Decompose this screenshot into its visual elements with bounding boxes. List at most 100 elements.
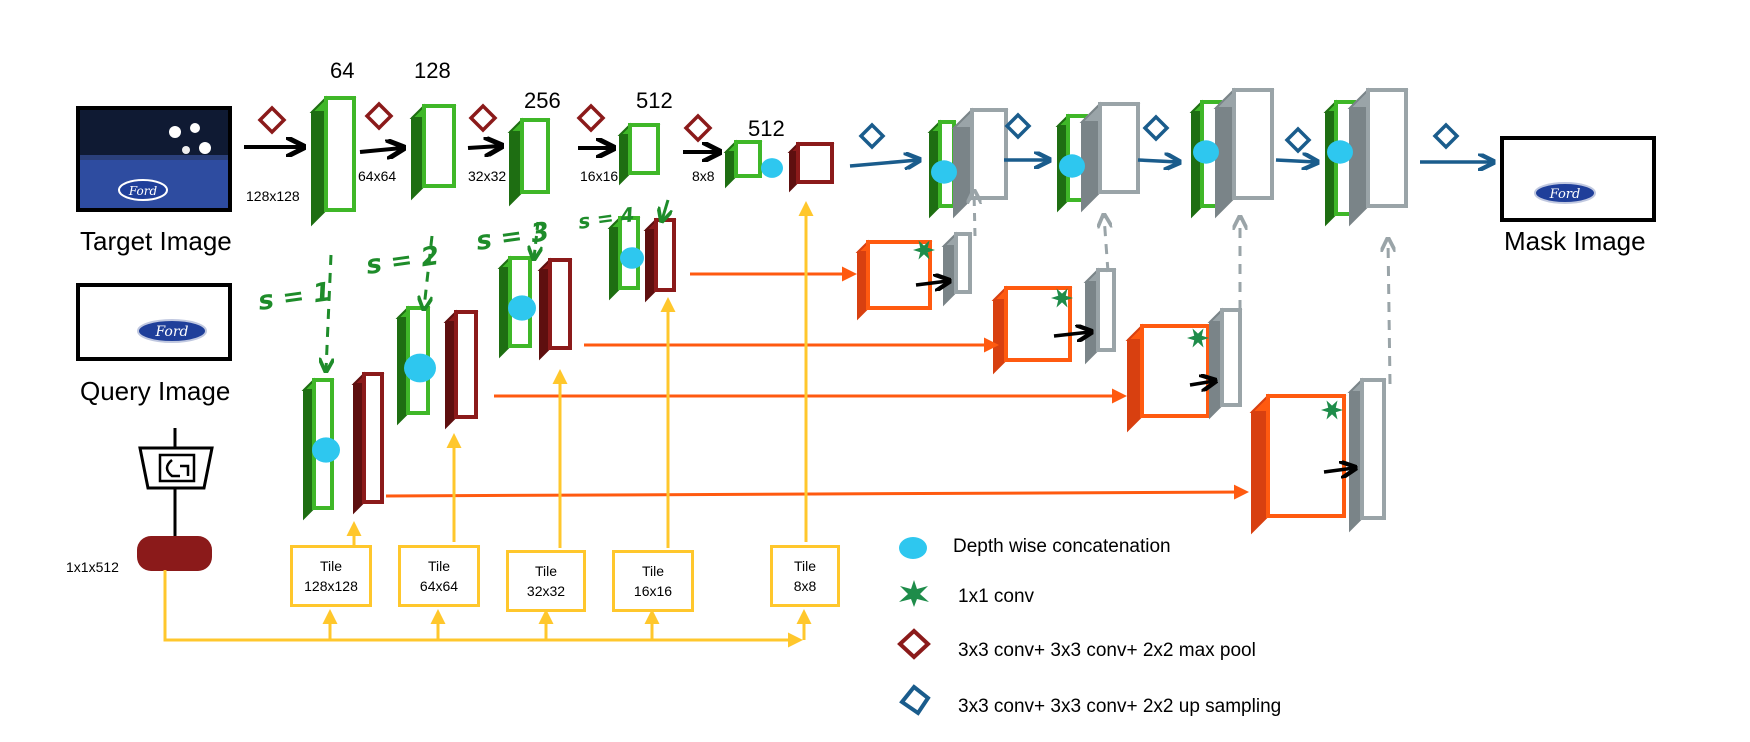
- tile-size: 32x32: [526, 583, 566, 599]
- channel-label-256: 256: [524, 88, 561, 113]
- upsample-icon-3: [1284, 126, 1312, 154]
- upsample-icon-4: [1432, 122, 1460, 150]
- tile-title: Tile: [319, 558, 343, 574]
- cyan-blob-icon: [899, 537, 927, 559]
- scale-arrow-1: [326, 254, 331, 370]
- tile-size: 8x8: [793, 578, 817, 594]
- channel-label-128: 128: [414, 58, 451, 83]
- tile-title: Tile: [641, 563, 665, 579]
- decoder-concat-icon-0: [931, 160, 957, 184]
- query-image: Ford: [76, 283, 232, 361]
- conv-arrow-1: [1053, 332, 1090, 336]
- encoder-block-3: [617, 122, 661, 186]
- legend-label-concat: Depth wise concatenation: [953, 536, 1171, 557]
- channel-label-512b: 512: [748, 116, 785, 141]
- upsample-orange-block-3: [1249, 393, 1347, 535]
- tile-box-8: Tile 8x8: [770, 545, 840, 607]
- tile-box-16: Tile 16x16: [612, 550, 694, 612]
- tile-box-64: Tile 64x64: [398, 545, 480, 607]
- scale-concat-icon-0: [312, 437, 340, 463]
- legend-label-upsample: 3x3 conv+ 3x3 conv+ 2x2 up sampling: [958, 696, 1282, 717]
- green-star-icon: [899, 580, 929, 607]
- tile-bus-line: [163, 570, 803, 648]
- tile-size: 16x16: [633, 583, 673, 599]
- scale-concat-icon-1: [404, 353, 436, 383]
- upsample-gray-block-3: [1347, 377, 1387, 533]
- vector-label: 1x1x512: [66, 559, 119, 575]
- encoder-block-0: [309, 95, 357, 227]
- scale-query-block-0: [351, 371, 385, 515]
- target-image: Ford: [76, 106, 232, 212]
- mask-image-label: Mask Image: [1504, 226, 1646, 256]
- conv-arrow-2: [1189, 381, 1214, 385]
- red-diamond-icon: [897, 628, 931, 660]
- res-label-128: 128x128: [246, 188, 300, 204]
- scale-arrow-4: [662, 199, 668, 220]
- upsample-gray-block-2: [1207, 307, 1243, 420]
- channel-label-512a: 512: [636, 88, 673, 113]
- scale-query-block-2: [537, 257, 573, 361]
- decoder-gray-block-2: [1213, 87, 1275, 219]
- channel-label-64: 64: [330, 58, 355, 83]
- decoder-arrow-0: [849, 160, 918, 166]
- conv-arrow-3: [1323, 468, 1354, 472]
- bottleneck-concat-icon: [761, 158, 783, 178]
- upsample-icon-1: [1004, 112, 1032, 140]
- up-arrow-3: [1388, 240, 1390, 385]
- upsample-icon-0: [858, 122, 886, 150]
- res-label-8: 8x8: [692, 168, 715, 184]
- query-image-label: Query Image: [80, 376, 231, 406]
- tile-box-128: Tile 128x128: [290, 545, 372, 607]
- conv1x1-icon-2: [1187, 328, 1209, 348]
- svg-text:Ford: Ford: [1549, 187, 1581, 202]
- up-arrow-1: [1104, 216, 1108, 273]
- scale-query-block-1: [443, 309, 479, 430]
- decoder-concat-icon-1: [1059, 154, 1085, 178]
- encoder-arrow-1: [359, 148, 402, 152]
- scale-arrow-2: [424, 235, 434, 308]
- encoder-arrow-2: [467, 146, 500, 148]
- decoder-arrow-3: [1275, 160, 1316, 162]
- maxpool-icon-4: [683, 113, 713, 143]
- maxpool-icon-3: [576, 103, 606, 133]
- decoder-gray-block-1: [1079, 101, 1141, 213]
- svg-text:Ford: Ford: [128, 184, 158, 198]
- encoder-block-2: [507, 117, 551, 207]
- encoder-block-4: [723, 139, 763, 189]
- bottleneck-query-block: [787, 141, 835, 193]
- skip-arrow-4: [385, 484, 1249, 500]
- tile-box-32: Tile 32x32: [506, 550, 586, 612]
- maxpool-icon-0: [257, 105, 287, 135]
- conv1x1-icon-1: [1051, 288, 1073, 308]
- decoder-gray-block-3: [1347, 87, 1409, 227]
- upsample-gray-block-0: [941, 231, 973, 307]
- upsample-orange-block-0: [855, 239, 933, 321]
- mask-image: Ford: [1500, 136, 1656, 222]
- conv1x1-icon-0: [913, 240, 935, 260]
- target-image-label: Target Image: [80, 226, 232, 256]
- decoder-gray-block-0: [951, 107, 1009, 219]
- upsample-icon-2: [1142, 114, 1170, 142]
- query-encoder-icon: [137, 428, 214, 571]
- maxpool-icon-2: [468, 103, 498, 133]
- tile-title: Tile: [534, 563, 558, 579]
- scale-concat-icon-3: [620, 247, 644, 269]
- blue-diamond-icon: [899, 684, 931, 716]
- conv1x1-icon-3: [1321, 400, 1343, 420]
- conv-arrow-0: [915, 281, 948, 285]
- legend-label-maxpool: 3x3 conv+ 3x3 conv+ 2x2 max pool: [958, 640, 1256, 661]
- tile-size: 64x64: [419, 578, 459, 594]
- encoder-block-1: [409, 103, 457, 201]
- scale-arrow-3: [534, 221, 538, 258]
- tile-title: Tile: [427, 558, 451, 574]
- tile-size: 128x128: [304, 578, 358, 594]
- upsample-gray-block-1: [1083, 267, 1117, 365]
- tile-title: Tile: [793, 558, 817, 574]
- decoder-arrow-2: [1137, 160, 1178, 162]
- res-label-64: 64x64: [358, 168, 397, 184]
- svg-text:Ford: Ford: [154, 324, 188, 340]
- scale-query-block-3: [643, 217, 677, 303]
- legend-label-conv1: 1x1 conv: [958, 586, 1035, 607]
- up-arrow-0: [974, 192, 975, 237]
